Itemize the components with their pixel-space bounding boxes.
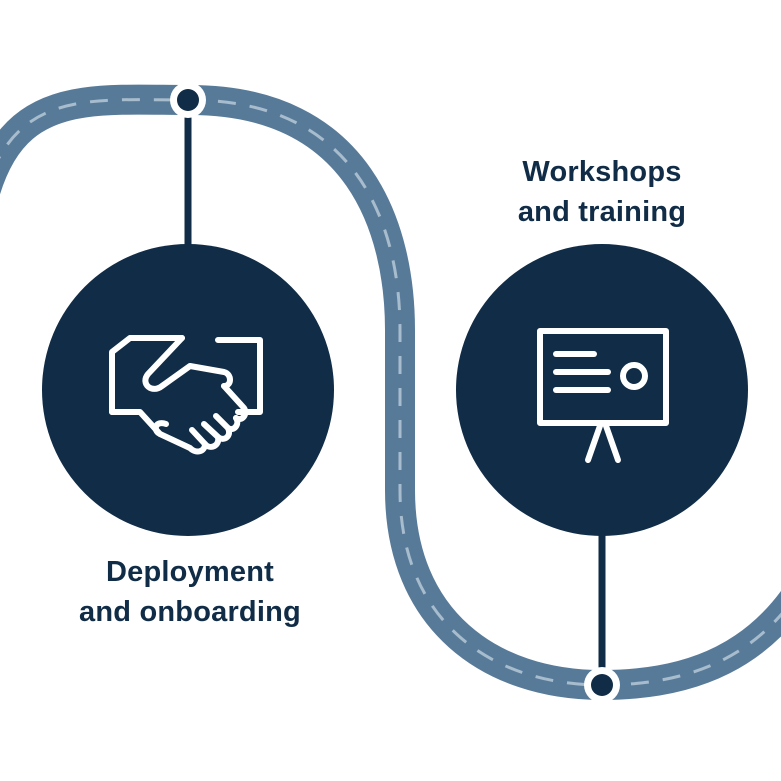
step-workshops-label: Workshops and training [452,152,752,232]
road-marker-dot-inner [591,674,613,696]
step-deployment-label: Deployment and onboarding [40,552,340,632]
handshake-icon [109,335,263,455]
winding-road [0,84,781,701]
step-workshops-connector [584,520,620,703]
step-label-line: and training [517,196,687,228]
step-workshops-node [456,244,748,536]
step-deployment-node [42,244,334,536]
road-marker-dot-inner [177,89,199,111]
step-label-line: and onboarding [79,596,301,628]
presentation-board-icon [537,328,669,463]
step-label-line: Workshops [522,156,682,188]
step-deployment-connector [170,82,206,260]
road-center-dashes [0,98,781,687]
node-circle [42,244,334,536]
step-label-line: Deployment [106,556,274,588]
